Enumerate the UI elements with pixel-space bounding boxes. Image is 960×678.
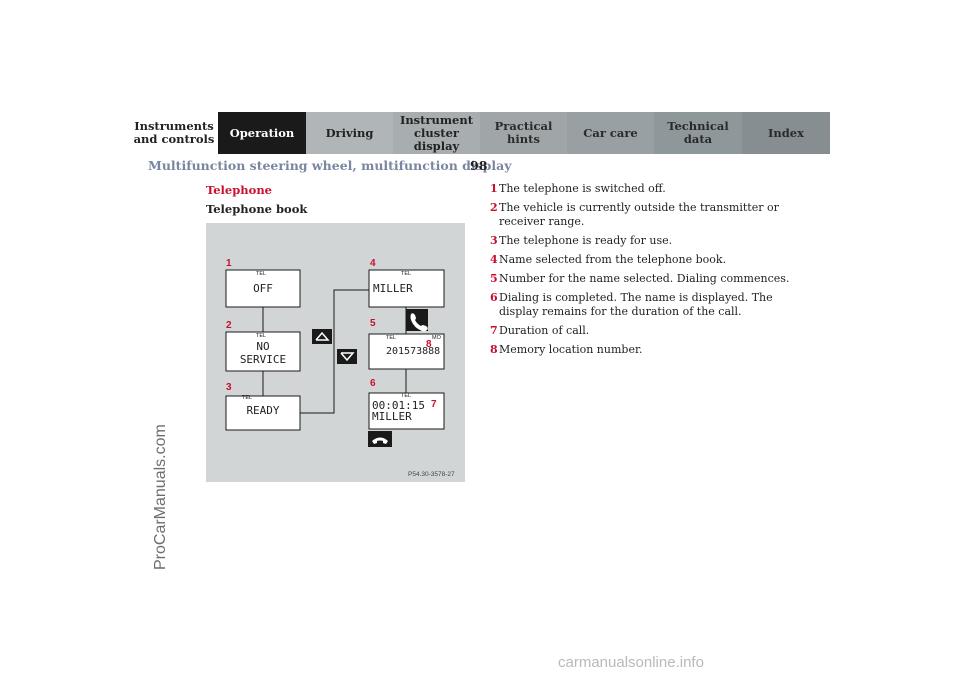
item-number: 8 [490,343,498,356]
section-title: Telephone [206,183,272,197]
item-number: 7 [490,324,498,337]
item-number: 5 [490,272,498,285]
tab-label: Operation [229,125,295,140]
callout-8: 8 [426,339,432,350]
callout-7: 7 [431,399,437,410]
tab-driving[interactable]: Driving [306,112,393,154]
tab-label: Practical hints [494,119,553,146]
item-text: The vehicle is currently outside the tra… [499,201,779,228]
tab-index[interactable]: Index [742,112,830,154]
item-text: The telephone is switched off. [499,182,666,195]
footer-watermark: carmanualsonline.info [558,654,704,671]
item-number: 2 [490,201,498,214]
display-2-line1: NO [256,340,270,353]
side-watermark: ProCarManuals.com [152,424,169,570]
tab-practical-hints[interactable]: Practical hints [480,112,567,154]
callout-1: 1 [226,258,232,269]
phone-send-icon [406,309,428,332]
diagram-svg [225,269,445,447]
display-6-line1: 00:01:15 [372,399,425,412]
display-5-tag: TEL [386,335,397,341]
callout-5: 5 [370,318,376,329]
tab-operation[interactable]: Operation [218,112,306,154]
tab-label: Index [768,125,804,140]
callout-6: 6 [370,378,376,389]
figure-code: P54.30-3578-27 [408,471,455,478]
display-5-tag2: MO [432,335,441,341]
display-2-line2: SERVICE [239,353,287,366]
tab-car-care[interactable]: Car care [567,112,654,154]
callout-4: 4 [370,258,376,269]
display-box-5 [368,333,445,370]
display-box-4 [368,269,445,308]
display-box-2 [225,331,301,372]
chapter-tabs: Instruments and controls Operation Drivi… [130,112,830,154]
item-number: 6 [490,291,498,304]
subsection-title: Telephone book [206,202,308,216]
item-text: The telephone is ready for use. [499,234,673,247]
tab-label: Car care [583,125,638,140]
display-6-tag: TEL [401,393,412,399]
item-text: Name selected from the telephone book. [499,253,727,266]
page-number: 98 [470,158,488,173]
item-text: Memory location number. [499,343,643,356]
tab-label: Technical data [667,119,729,146]
display-3-tag: TEL [242,395,253,401]
display-4-tag: TEL [401,271,412,277]
display-1-text: OFF [253,282,273,295]
tab-label: Instrument cluster display [399,112,474,153]
up-button-icon [312,329,332,344]
tab-instrument-cluster-display[interactable]: Instrument cluster display [393,112,480,154]
display-box-1 [225,269,301,308]
callout-2: 2 [226,320,232,331]
tab-label: Driving [325,125,374,140]
tab-label: Instruments and controls [133,119,215,146]
telephone-display-diagram: 1 2 3 4 5 6 TEL OFF TEL NO SERVICE TEL R… [206,223,465,482]
connector-3-4 [300,289,369,414]
item-text: Dialing is completed. The name is displa… [499,291,773,318]
item-text: Number for the name selected. Dialing co… [499,272,790,285]
item-number: 4 [490,253,498,266]
display-2-tag: TEL [256,333,267,339]
tab-instruments-and-controls[interactable]: Instruments and controls [130,112,218,154]
display-6-line2: MILLER [372,410,412,423]
callout-3: 3 [226,382,232,393]
display-box-3 [225,395,301,431]
display-box-6 [368,392,445,430]
item-text: Duration of call. [499,324,590,337]
display-1-tag: TEL [256,271,267,277]
down-button-icon [337,349,357,364]
display-5-text: 201573888 [386,346,441,357]
item-number: 1 [490,182,498,195]
display-4-text: MILLER [373,282,413,295]
tab-technical-data[interactable]: Technical data [654,112,742,154]
display-3-text: READY [246,404,280,417]
section-header: Multifunction steering wheel, multifunct… [148,158,512,173]
phone-end-icon [368,431,392,447]
item-number: 3 [490,234,498,247]
